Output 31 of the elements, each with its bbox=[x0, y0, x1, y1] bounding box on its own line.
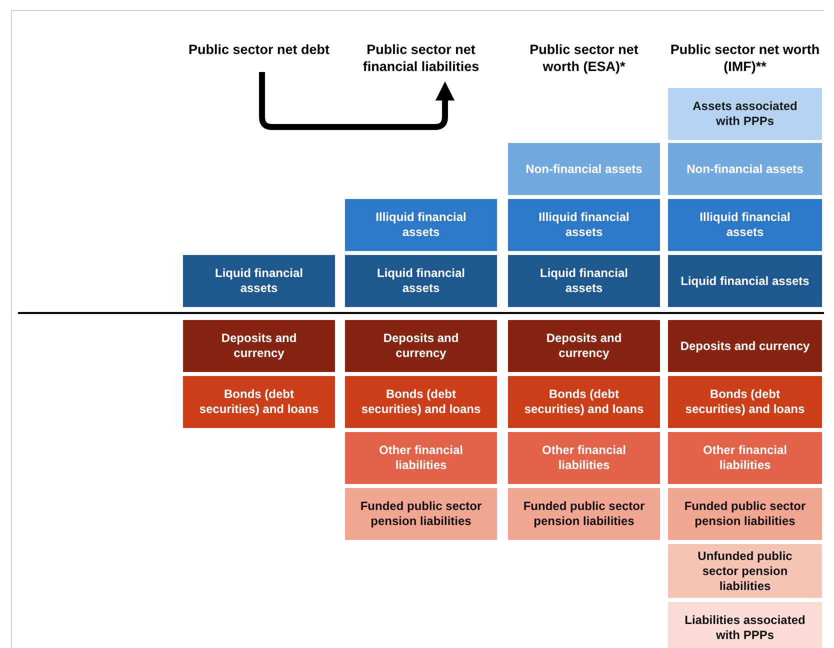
liabilities-block: Bonds (debt securities) and loans bbox=[668, 376, 822, 428]
assets-block: Illiquid financial assets bbox=[668, 199, 822, 251]
liabilities-block: Other financial liabilities bbox=[508, 432, 660, 484]
assets-block: Illiquid financial assets bbox=[508, 199, 660, 251]
liabilities-block: Other financial liabilities bbox=[668, 432, 822, 484]
liabilities-block: Funded public sector pension liabilities bbox=[668, 488, 822, 540]
assets-block: Non-financial assets bbox=[508, 143, 660, 195]
assets-block: Illiquid financial assets bbox=[345, 199, 497, 251]
column-heading: Public sector net debt bbox=[185, 41, 333, 58]
column-heading: Public sector net worth (IMF)** bbox=[670, 41, 820, 75]
liabilities-block: Liabilities associated with PPPs bbox=[668, 602, 822, 648]
liabilities-block: Bonds (debt securities) and loans bbox=[345, 376, 497, 428]
liabilities-block: Funded public sector pension liabilities bbox=[508, 488, 660, 540]
column-heading: Public sector net worth (ESA)* bbox=[510, 41, 658, 75]
liabilities-block: Deposits and currency bbox=[668, 320, 822, 372]
column-heading: Public sector net financial liabilities bbox=[347, 41, 495, 75]
assets-block: Liquid financial assets bbox=[345, 255, 497, 307]
liabilities-block: Deposits and currency bbox=[183, 320, 335, 372]
assets-block: Liquid financial assets bbox=[668, 255, 822, 307]
liabilities-block: Other financial liabilities bbox=[345, 432, 497, 484]
assets-block: Non-financial assets bbox=[668, 143, 822, 195]
liabilities-block: Deposits and currency bbox=[508, 320, 660, 372]
liabilities-block: Funded public sector pension liabilities bbox=[345, 488, 497, 540]
liabilities-block: Deposits and currency bbox=[345, 320, 497, 372]
assets-block: Liquid financial assets bbox=[508, 255, 660, 307]
assets-block: Liquid financial assets bbox=[183, 255, 335, 307]
liabilities-block: Bonds (debt securities) and loans bbox=[183, 376, 335, 428]
arrow bbox=[259, 72, 455, 130]
liabilities-block: Bonds (debt securities) and loans bbox=[508, 376, 660, 428]
assets-block: Assets associated with PPPs bbox=[668, 88, 822, 140]
liabilities-block: Unfunded public sector pension liabilities bbox=[668, 544, 822, 598]
